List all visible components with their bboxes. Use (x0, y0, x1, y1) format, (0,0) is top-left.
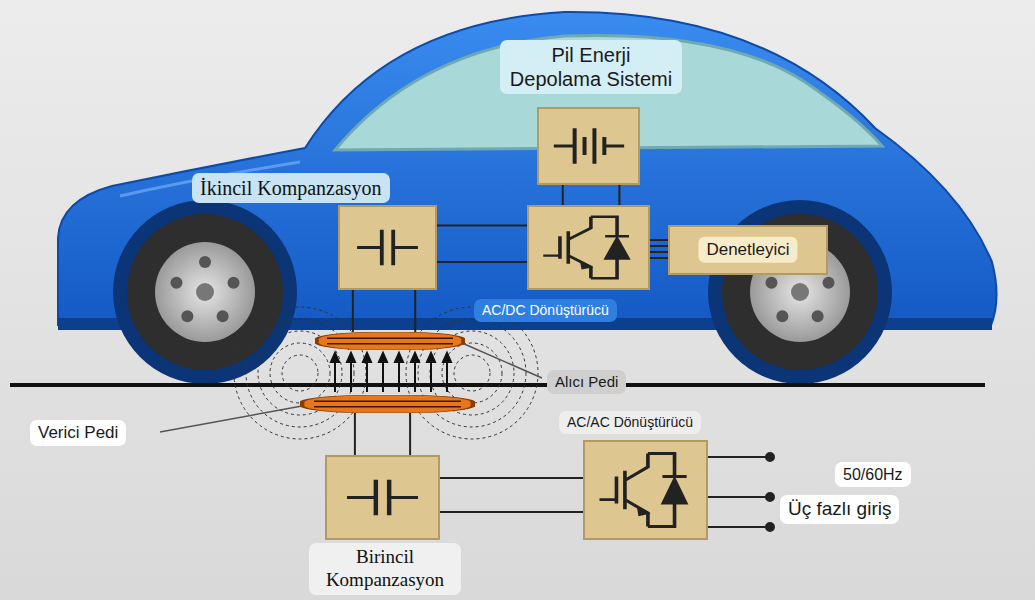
wire (618, 185, 620, 205)
input-label: 50/60Hz (835, 462, 911, 487)
circuit-symbol (529, 207, 648, 288)
component-label: Pil Enerji Depolama Sistemi (500, 40, 682, 94)
wire (440, 477, 583, 479)
wire (409, 413, 411, 455)
component-box: İkincil Kompanzasyon (338, 205, 437, 290)
component-box: AC/AC Dönüştürücü (583, 440, 708, 540)
wire (650, 251, 668, 253)
wire (354, 413, 356, 455)
circuit-symbol (539, 109, 638, 183)
component-box: Birincil Kompanzasyon (325, 455, 440, 540)
component-box: AC/DC Dönüştürücü (527, 205, 650, 290)
circuit-symbol (327, 457, 438, 538)
input-label: Üç fazlı giriş (780, 495, 899, 524)
wire-connector (355, 413, 410, 455)
charging-pad: Alıcı Pedi (315, 332, 465, 350)
wire-connector (650, 240, 668, 258)
wire (414, 290, 416, 332)
component-label: AC/AC Dönüştürücü (559, 411, 701, 434)
wire (562, 185, 564, 205)
component-label: Birincil Kompanzasyon (309, 543, 461, 595)
leader-lines (160, 343, 542, 432)
component-label: Verici Pedi (30, 420, 126, 446)
component-box: Denetleyici (668, 225, 828, 275)
wire (650, 245, 668, 247)
wire-connector (440, 478, 583, 512)
wire (650, 257, 668, 259)
component-label: AC/DC Dönüştürücü (474, 299, 617, 322)
coil-pad (315, 332, 465, 350)
wire (352, 290, 354, 332)
ground-line (10, 383, 985, 387)
charging-pad: Verici Pedi (300, 395, 475, 413)
component-label: Alıcı Pedi (547, 370, 626, 394)
magnetic-field-lines (234, 307, 538, 439)
wire (437, 224, 527, 226)
wire-connector (437, 225, 527, 262)
wheels (113, 200, 892, 384)
coil-pad (300, 395, 475, 413)
three-phase-wires (708, 453, 774, 531)
circuit-symbol (585, 442, 706, 538)
component-label: İkincil Kompanzasyon (192, 173, 390, 203)
flux-arrows (331, 353, 451, 392)
box-label: Denetleyici (698, 237, 797, 263)
component-box: Pil Enerji Depolama Sistemi (537, 107, 640, 185)
wire (650, 239, 668, 241)
wire-connector (563, 185, 620, 205)
wire (437, 261, 527, 263)
wire-connector (353, 290, 415, 332)
wire (440, 511, 583, 513)
circuit-symbol (340, 207, 435, 288)
